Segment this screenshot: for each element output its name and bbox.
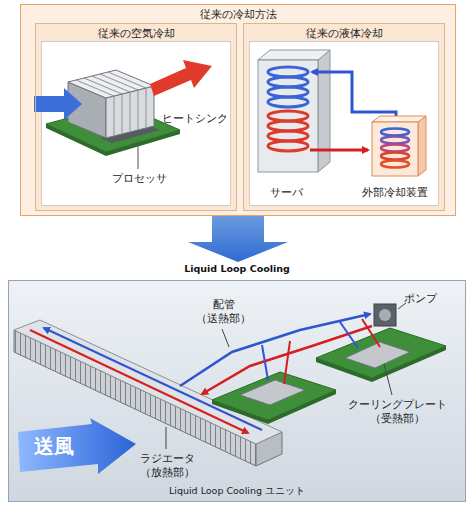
- heatsink-figure-part: [68, 70, 154, 98]
- loop-unit-figure-part-part: [384, 364, 392, 395]
- caption-text: Liquid Loop Cooling ユニット: [8, 484, 466, 502]
- loop-unit-figure-part: [262, 345, 268, 380]
- group-panel: 従来の冷却方法従来の空気冷却従来の液体冷却: [20, 4, 456, 216]
- loop-unit-figure-part: [14, 320, 282, 444]
- method-box: 従来の液体冷却: [243, 23, 445, 211]
- liquid-cooling-figure-part: [310, 149, 368, 152]
- liquid-cooling-figure-part: [312, 72, 396, 116]
- part-label: ラジエータ （放熱部）: [140, 452, 195, 480]
- liquid-cooling-figure-part: [381, 129, 409, 168]
- heatsink-figure-part: [34, 88, 82, 120]
- panel-grounds-part: [42, 42, 231, 206]
- part-label: クーリングプレート （受熱部）: [348, 398, 447, 426]
- heading-text: 送風: [18, 418, 136, 460]
- part-label: サーバ: [270, 186, 303, 200]
- liquid-cooling-figure-part: [268, 67, 308, 151]
- liquid-cooling-figure-part-part: [381, 129, 409, 136]
- liquid-cooling-figure-part: [258, 60, 318, 172]
- loop-unit-figure-part: [362, 319, 380, 347]
- panel-grounds: [9, 4, 466, 502]
- liquid-cooling-figure-part: [418, 116, 426, 176]
- loop-unit-figure-part-part: [166, 427, 167, 449]
- loop-unit-figure-part: [284, 341, 290, 384]
- flow-arrow: [188, 216, 288, 262]
- liquid-cooling-figure: [258, 50, 426, 176]
- part-label: ヒートシンク: [162, 112, 228, 126]
- heading-text: 従来の空気冷却: [36, 24, 236, 41]
- heatsink-figure-part-part: [108, 72, 146, 88]
- panel-grounds-part: [9, 281, 466, 502]
- loop-unit-figure-part: [316, 328, 446, 378]
- heatsink-figure-part-part: [114, 96, 115, 136]
- unit-panel: Liquid Loop CoolingLiquid Loop Cooling ユ…: [8, 262, 466, 502]
- part-label: ポンプ: [404, 292, 437, 306]
- part-label: 配管 （送熱部）: [196, 298, 251, 326]
- panel-grounds-part: [243, 23, 445, 211]
- liquid-cooling-figure-part-part: [381, 137, 409, 144]
- liquid-cooling-figure-part: [318, 50, 330, 172]
- liquid-cooling-figure-part: [258, 50, 330, 60]
- loop-unit-figure-part: [379, 309, 391, 321]
- heatsink-figure-part-part: [138, 90, 139, 130]
- arrow-shape: [18, 418, 136, 474]
- loop-unit-figure-part: [345, 342, 410, 368]
- panel-grounds-part: [20, 4, 456, 216]
- airflow-arrow: 送風: [18, 418, 136, 474]
- loop-unit-figure-part: [340, 322, 358, 348]
- loop-unit-figure-part: [202, 326, 372, 394]
- loop-unit-figure-part: [212, 372, 336, 420]
- loop-unit-figure-part: [240, 380, 305, 405]
- loop-unit-figure-part: [374, 304, 396, 326]
- heatsink-figure-part-part: [122, 94, 123, 134]
- panel-grounds-part: [250, 42, 439, 206]
- heatsink-figure-part-part: [130, 92, 131, 132]
- heading-text: 従来の冷却方法: [21, 5, 455, 22]
- loop-unit-figure-part-part: [222, 329, 229, 347]
- part-label: プロセッサ: [112, 172, 167, 186]
- liquid-cooling-figure-part-part: [381, 161, 409, 168]
- liquid-cooling-figure-part-part: [381, 145, 409, 152]
- liquid-cooling-figure-part-part: [268, 97, 308, 107]
- liquid-cooling-figure-part-part: [381, 153, 409, 160]
- panel-grounds-part: [35, 23, 237, 211]
- heatsink-figure-part-part: [146, 88, 147, 128]
- liquid-cooling-figure-part: [372, 122, 418, 176]
- loop-unit-figure-part: [30, 330, 248, 433]
- liquid-cooling-figure-part-part: [268, 141, 308, 151]
- heading-text: 従来の液体冷却: [244, 24, 444, 41]
- heatsink-figure-part: [138, 140, 139, 169]
- liquid-cooling-figure-part: [372, 116, 426, 122]
- part-label: 外部冷却装置: [362, 186, 428, 200]
- heading-text: Liquid Loop Cooling: [8, 262, 466, 276]
- heatsink-figure-part: [150, 60, 212, 96]
- heatsink-figure-part: [76, 72, 146, 136]
